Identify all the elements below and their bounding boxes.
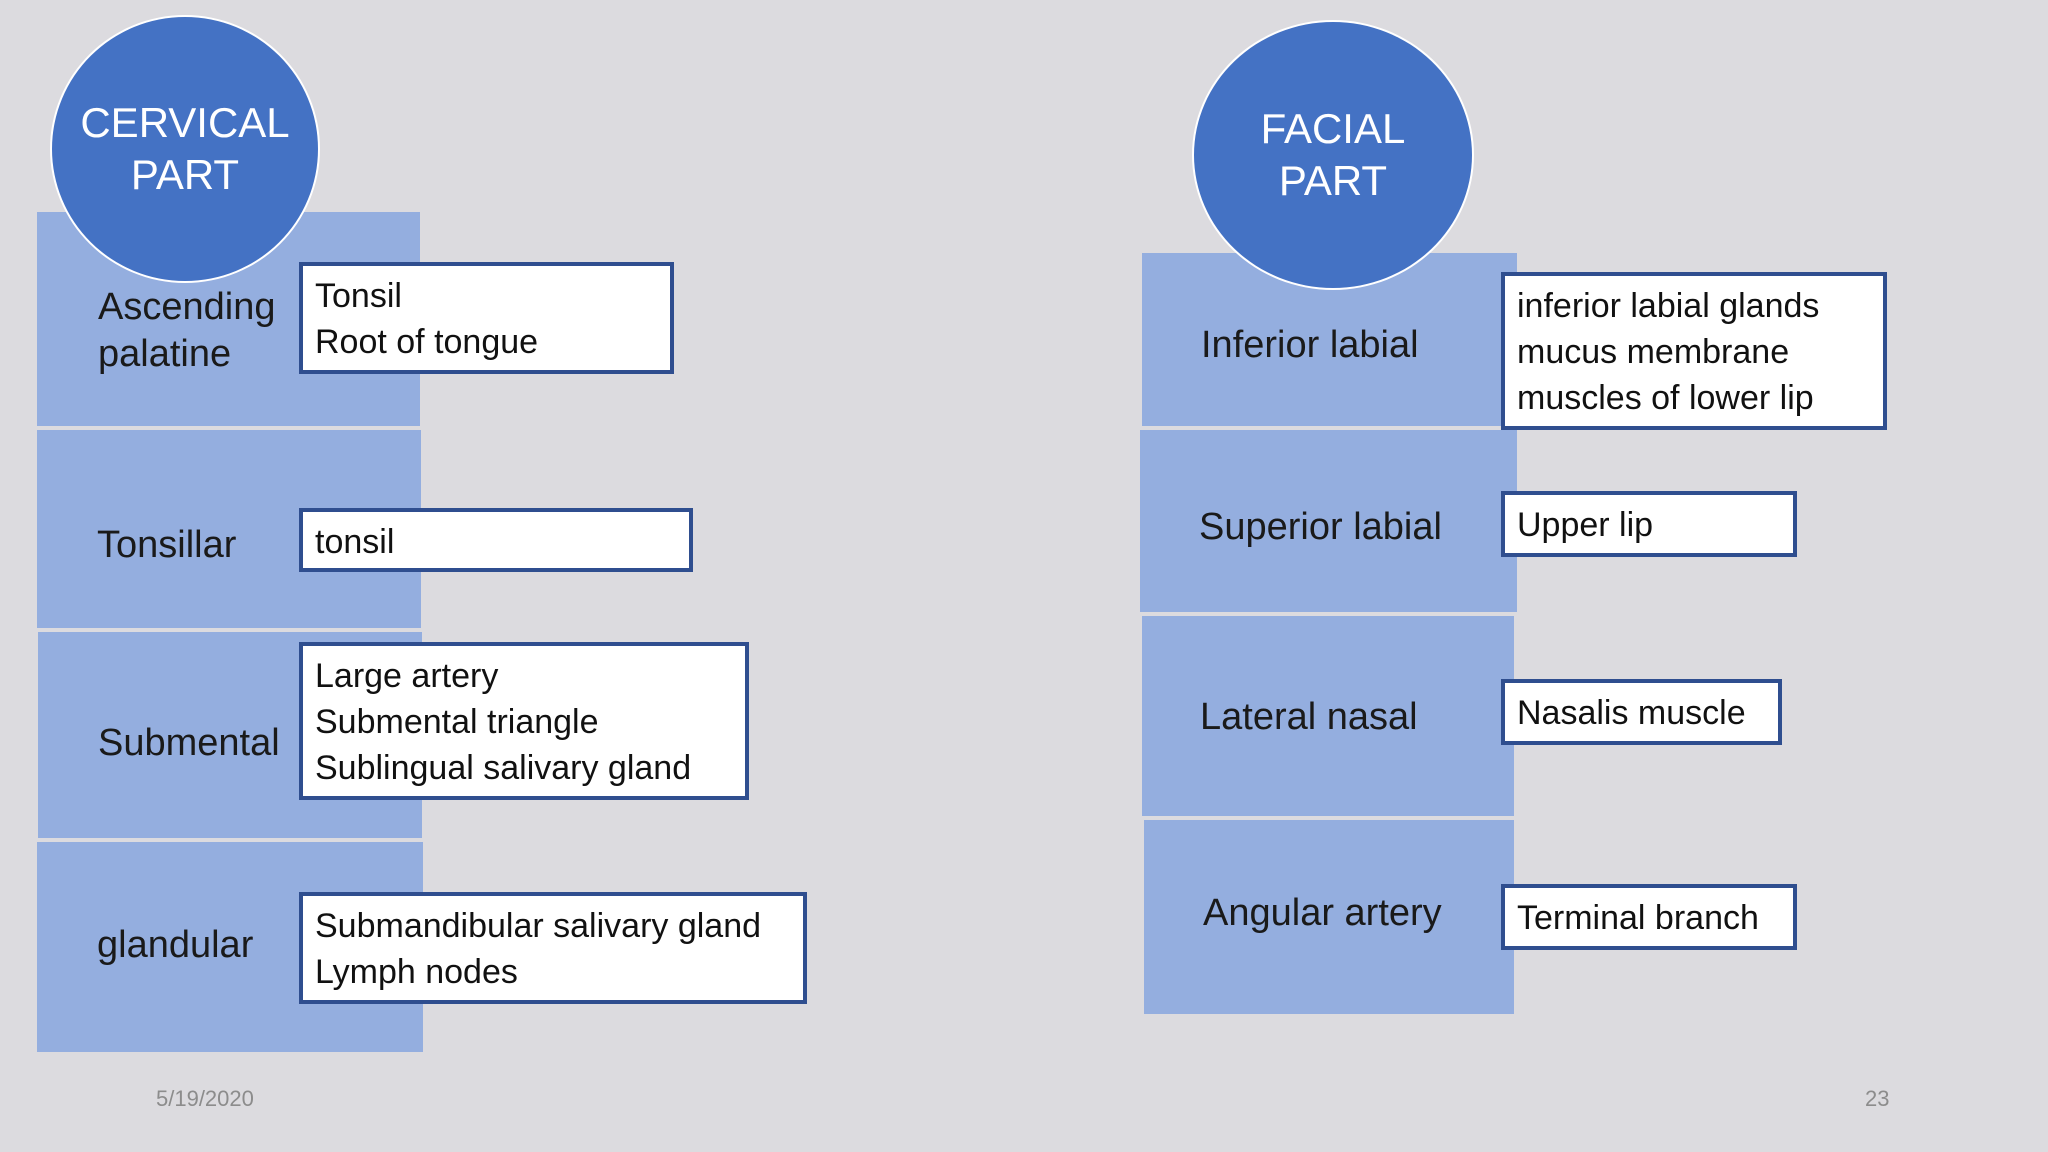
cervical-branch-label-2: Tonsillar xyxy=(97,524,237,566)
facial-branch-label-2: Superior labial xyxy=(1199,506,1442,548)
facial-part-circle: FACIAL PART xyxy=(1192,20,1474,290)
facial-branch-label-1: Inferior labial xyxy=(1201,324,1419,366)
facial-branch-label-4: Angular artery xyxy=(1203,892,1442,934)
facial-supply-box-3: Nasalis muscle xyxy=(1501,679,1782,745)
cervical-supply-box-2: tonsil xyxy=(299,508,693,572)
slide-date: 5/19/2020 xyxy=(156,1086,254,1111)
cervical-branch-label-1: Ascending palatine xyxy=(98,286,276,375)
facial-title-line-2: PART xyxy=(1278,157,1388,204)
cervical-branch-label-4: glandular xyxy=(97,924,254,966)
cervical-supply-box-1: Tonsil Root of tongue xyxy=(299,262,674,374)
cervical-part-circle: CERVICAL PART xyxy=(50,15,320,283)
cervical-title-line-1: CERVICAL xyxy=(80,99,290,146)
cervical-title-line-2: PART xyxy=(130,151,240,198)
facial-branch-block-4 xyxy=(1144,820,1514,1014)
cervical-supply-box-4: Submandibular salivary gland Lymph nodes xyxy=(299,892,807,1004)
facial-supply-box-4: Terminal branch xyxy=(1501,884,1797,950)
cervical-supply-box-3: Large artery Submental triangle Sublingu… xyxy=(299,642,749,800)
slide-number: 23 xyxy=(1865,1086,1890,1111)
cervical-branch-label-3: Submental xyxy=(98,722,280,764)
facial-title-line-1: FACIAL xyxy=(1260,105,1406,152)
facial-branch-label-3: Lateral nasal xyxy=(1200,696,1418,738)
facial-supply-box-1: inferior labial glands mucus membrane mu… xyxy=(1501,272,1887,430)
facial-branch-block-2 xyxy=(1140,430,1517,612)
facial-branch-block-3 xyxy=(1142,616,1514,816)
facial-supply-box-2: Upper lip xyxy=(1501,491,1797,557)
